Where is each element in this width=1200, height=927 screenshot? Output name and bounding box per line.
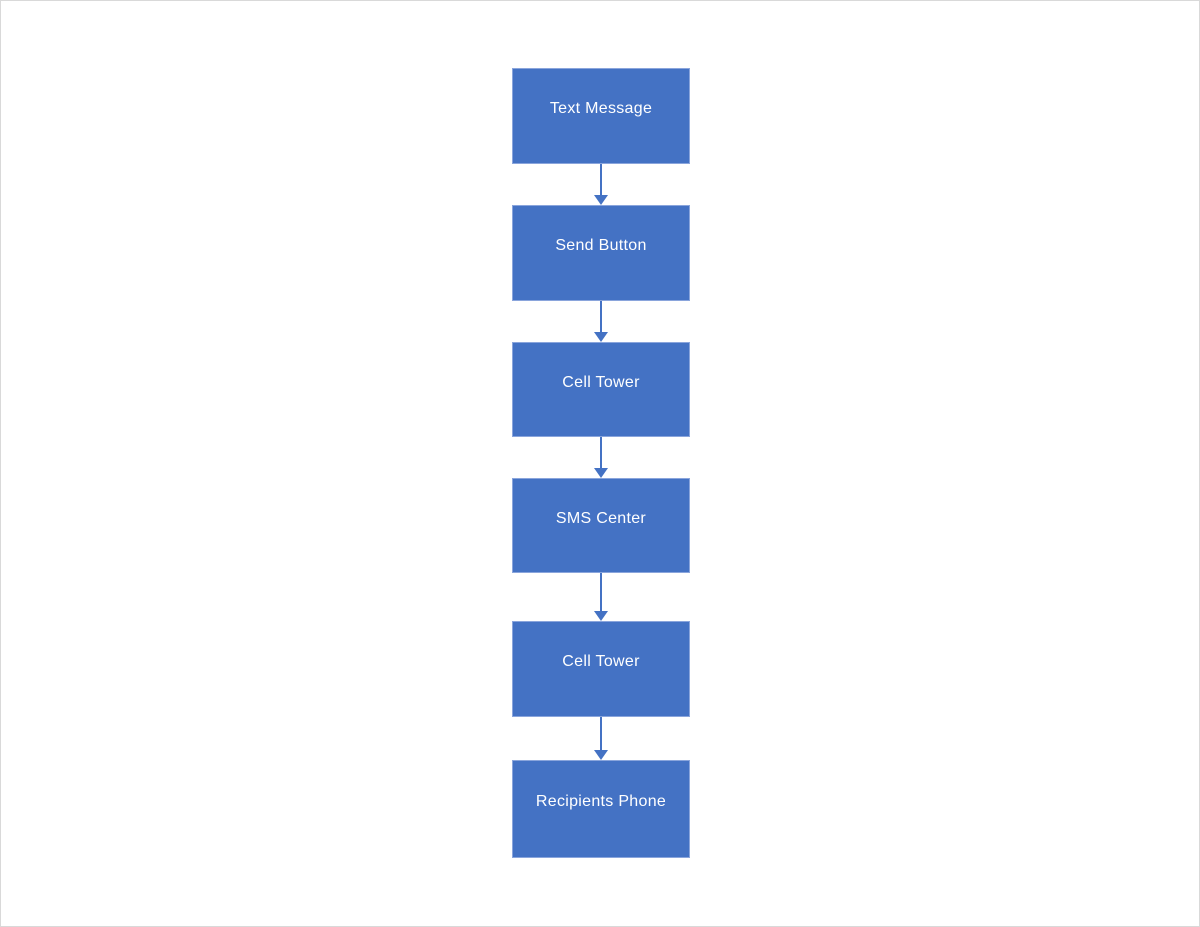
flow-node-text-message: Text Message xyxy=(512,68,690,164)
arrow-down-icon xyxy=(594,717,608,760)
arrow-down-icon xyxy=(594,164,608,205)
flow-node-sms-center: SMS Center xyxy=(512,478,690,573)
flow-node-label: SMS Center xyxy=(555,509,647,527)
flow-node-label: Send Button xyxy=(555,237,647,254)
arrow-head xyxy=(594,611,608,621)
arrow-stem xyxy=(600,164,602,195)
arrow-stem xyxy=(600,573,602,611)
arrow-down-icon xyxy=(594,437,608,478)
arrow-head xyxy=(594,468,608,478)
arrow-head xyxy=(594,195,608,205)
flow-node-label: Cell Tower xyxy=(562,373,640,391)
arrow-stem xyxy=(600,717,602,750)
flow-node-label: Text Message xyxy=(549,100,653,117)
arrow-stem xyxy=(600,301,602,332)
arrow-down-icon xyxy=(594,301,608,342)
flow-node-cell-tower-2: Cell Tower xyxy=(512,621,690,717)
flow-node-send-button: Send Button xyxy=(512,205,690,301)
arrow-head xyxy=(594,332,608,342)
arrow-down-icon xyxy=(594,573,608,621)
flow-node-cell-tower-1: Cell Tower xyxy=(512,342,690,437)
flow-node-label: Cell Tower xyxy=(562,653,640,670)
arrow-head xyxy=(594,750,608,760)
flow-node-recipients-phone: Recipients Phone xyxy=(512,760,690,858)
flow-node-label: Recipients Phone xyxy=(535,793,667,810)
arrow-stem xyxy=(600,437,602,468)
